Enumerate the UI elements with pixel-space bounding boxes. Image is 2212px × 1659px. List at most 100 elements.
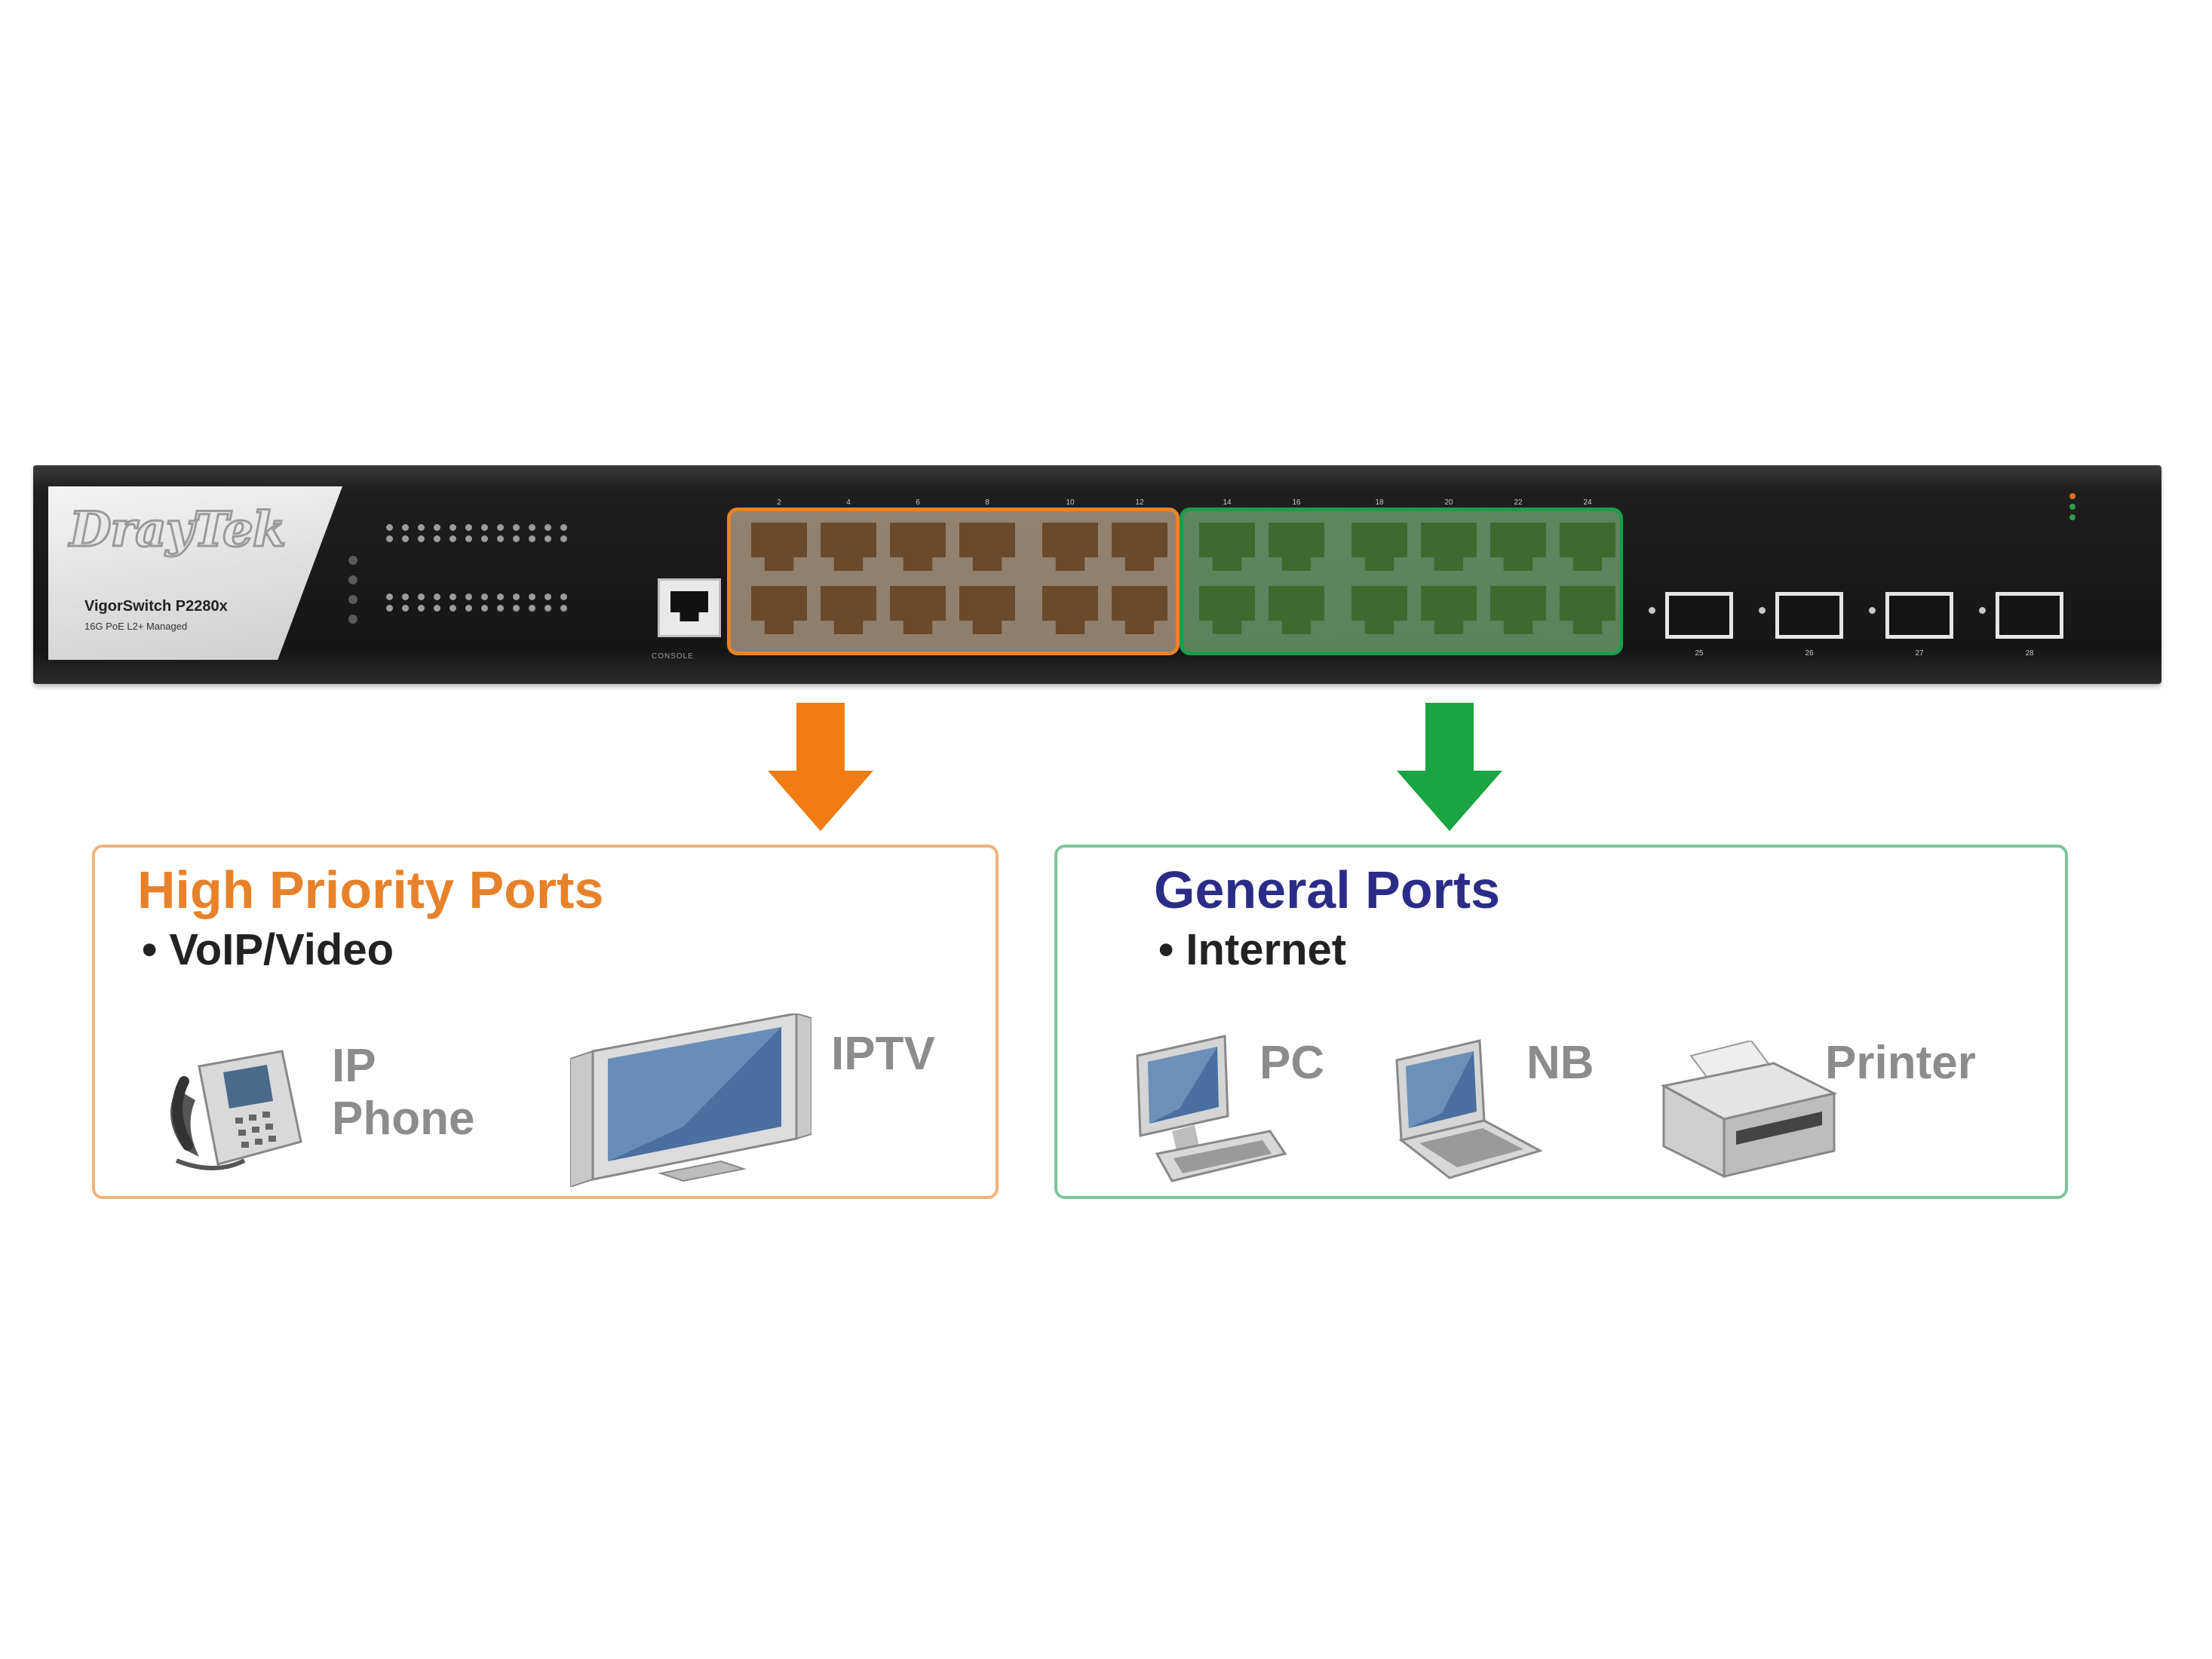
port-led (497, 524, 504, 531)
port-led (402, 535, 409, 542)
nb-label: NB (1526, 1037, 1594, 1089)
high-priority-bullet: • VoIP/Video (142, 925, 394, 974)
port-led-pair (529, 593, 535, 627)
model-description: 16G PoE L2+ Managed (84, 621, 188, 632)
port-led (529, 524, 535, 531)
port-number-label: 22 (1514, 498, 1523, 507)
port-led (481, 535, 488, 542)
port-led (513, 524, 520, 531)
port-number-label: 12 (1135, 498, 1144, 507)
port-led (465, 593, 472, 600)
high-priority-box: High Priority Ports • VoIP/Video IP Phon… (92, 845, 999, 1199)
port-led (529, 593, 535, 600)
port-led (545, 605, 551, 612)
port-led-pair (545, 524, 551, 557)
port-led (545, 535, 551, 542)
status-led (2069, 491, 2080, 501)
port-led (386, 593, 393, 600)
iptv-label: IPTV (831, 1028, 935, 1080)
brand-logo: DrayTek (69, 501, 287, 560)
port-led-pair (560, 524, 567, 557)
ip-phone-label-line2: Phone (332, 1093, 475, 1145)
port-led-pair (497, 593, 504, 627)
port-led (560, 593, 567, 600)
port-led (402, 524, 409, 531)
ip-phone-icon (170, 1050, 302, 1170)
port-led (465, 524, 472, 531)
port-number-label: 2 (777, 498, 781, 507)
port-led-pair (449, 593, 456, 627)
brand-plate: DrayTek VigorSwitch P2280x 16G PoE L2+ M… (48, 486, 342, 660)
port-led (449, 593, 456, 600)
high-priority-title: High Priority Ports (137, 860, 604, 919)
printer-icon (1661, 1041, 1838, 1179)
port-led (513, 605, 520, 612)
port-number-label: 24 (1583, 498, 1592, 507)
port-led (560, 605, 567, 612)
port-led (434, 524, 440, 531)
notebook-icon (1395, 1039, 1543, 1179)
port-led-pair (513, 524, 520, 557)
system-led (348, 615, 357, 624)
port-led (449, 524, 456, 531)
port-led (481, 593, 488, 600)
iptv-icon (570, 1013, 811, 1187)
port-led-pair (513, 593, 520, 627)
port-led (513, 535, 520, 542)
port-led-pair (560, 593, 567, 627)
port-led (481, 524, 488, 531)
port-led (386, 524, 393, 531)
port-led (560, 524, 567, 531)
port-led-pair (497, 524, 504, 557)
sfp-led (1759, 607, 1766, 614)
system-leds (348, 556, 357, 624)
sfp-led (1649, 607, 1655, 614)
port-led-pair (402, 524, 409, 557)
system-led (348, 575, 357, 584)
port-led (497, 593, 504, 600)
port-led-pair (465, 524, 472, 557)
network-switch: DrayTek VigorSwitch P2280x 16G PoE L2+ M… (33, 465, 2161, 684)
port-led-panel-bottom (386, 593, 567, 627)
port-led (529, 535, 535, 542)
port-led (560, 535, 567, 542)
port-led (545, 524, 551, 531)
port-led-pair (434, 593, 440, 627)
status-led (2069, 512, 2080, 523)
sfp-port (1996, 592, 2063, 639)
port-led (465, 605, 472, 612)
port-number-label: 10 (1066, 498, 1075, 507)
port-led-pair (386, 524, 393, 557)
port-led (529, 605, 535, 612)
port-led (481, 605, 488, 612)
port-led (545, 593, 551, 600)
port-number-label: 18 (1375, 498, 1384, 507)
port-led-pair (545, 593, 551, 627)
sfp-port (1665, 592, 1733, 639)
status-led-legend (2069, 491, 2080, 523)
general-ports-title: General Ports (1154, 860, 1501, 919)
ip-phone-label-line1: IP (332, 1040, 376, 1092)
port-led-pair (481, 524, 488, 557)
port-led (418, 535, 425, 542)
port-led (434, 605, 440, 612)
port-led (497, 535, 504, 542)
port-number-label: 8 (985, 498, 989, 507)
port-led (513, 593, 520, 600)
port-led-pair (434, 524, 440, 557)
port-led (418, 593, 425, 600)
sfp-number-label: 25 (1695, 649, 1704, 658)
sfp-number-label: 27 (1915, 649, 1924, 658)
port-led (434, 593, 440, 600)
port-number-label: 20 (1444, 498, 1453, 507)
sfp-led (1869, 607, 1876, 614)
console-port (658, 578, 721, 637)
model-name: VigorSwitch P2280x (84, 598, 228, 615)
port-led-panel-top (386, 524, 567, 557)
system-led (348, 595, 357, 604)
system-led (348, 556, 357, 565)
port-led (497, 605, 504, 612)
port-led-pair (529, 524, 535, 557)
port-number-label: 6 (916, 498, 920, 507)
pc-icon (1136, 1035, 1287, 1182)
